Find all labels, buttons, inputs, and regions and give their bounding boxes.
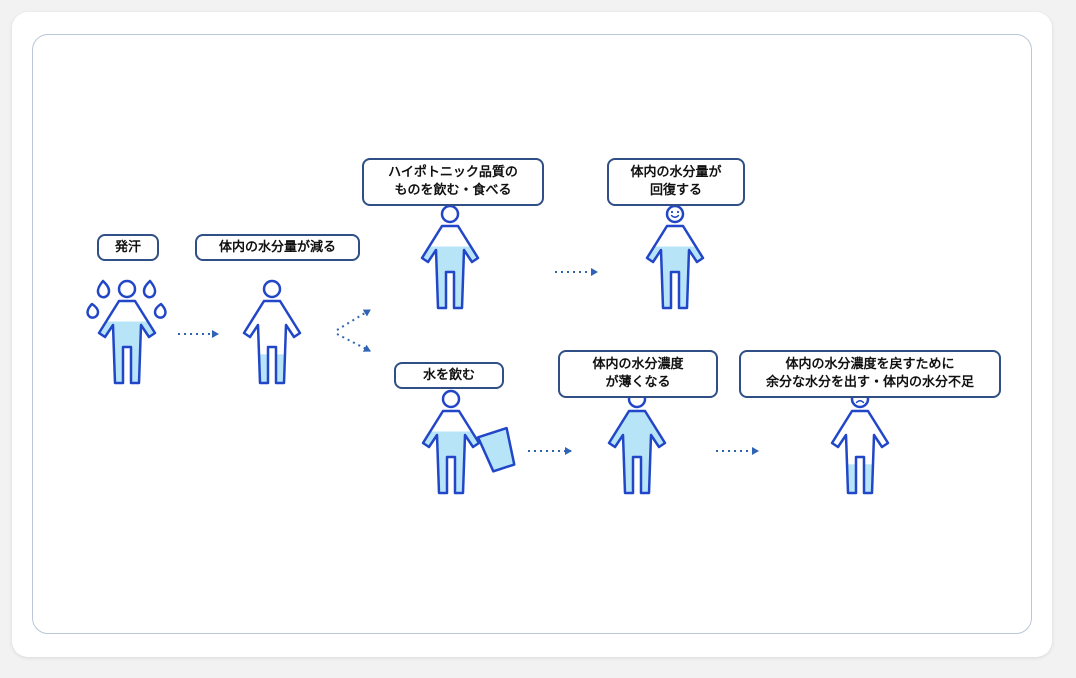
figure-water-shortage	[830, 389, 890, 495]
cup-icon	[476, 426, 516, 473]
person-body-icon	[607, 409, 667, 495]
person-head-icon	[441, 389, 461, 409]
person-body-icon	[242, 299, 302, 385]
label-sweat: 発汗	[97, 234, 159, 261]
person-body-icon	[645, 224, 705, 310]
person-body-icon	[97, 299, 157, 385]
water-level-fill	[609, 411, 665, 493]
person-body-icon	[830, 409, 890, 495]
arrow-decrease-to-hypotonic	[336, 309, 371, 331]
person-head-icon	[440, 204, 460, 224]
water-level-fill	[99, 321, 155, 383]
label-water-decrease: 体内の水分量が減る	[195, 234, 360, 261]
water-level-fill	[244, 354, 300, 383]
person-head-icon	[665, 204, 685, 224]
water-level-fill	[423, 431, 479, 493]
figure-diluted	[607, 389, 667, 495]
label-hypotonic: ハイポトニック品質の ものを飲む・食べる	[362, 158, 544, 206]
figure-recovered	[645, 204, 705, 310]
arrow-decrease-to-water	[336, 333, 371, 352]
label-drink-water: 水を飲む	[394, 362, 504, 389]
sweat-drops-icon	[86, 279, 167, 319]
person-body-icon	[421, 409, 481, 495]
person-body-icon	[420, 224, 480, 310]
person-head-icon	[117, 279, 137, 299]
smile-face-icon	[670, 210, 680, 218]
diagram-frame	[32, 34, 1032, 634]
water-level-fill	[832, 464, 888, 493]
label-excrete: 体内の水分濃度を戻すために 余分な水分を出す・体内の水分不足	[739, 350, 1001, 398]
label-diluted: 体内の水分濃度 が薄くなる	[558, 350, 718, 398]
figure-hypotonic-intake	[420, 204, 480, 310]
water-level-fill	[422, 246, 478, 308]
label-recover: 体内の水分量が 回復する	[607, 158, 745, 206]
water-level-fill	[647, 246, 703, 308]
figure-water-decreased	[242, 279, 302, 385]
person-head-icon	[262, 279, 282, 299]
figure-drinking-water	[421, 389, 481, 495]
